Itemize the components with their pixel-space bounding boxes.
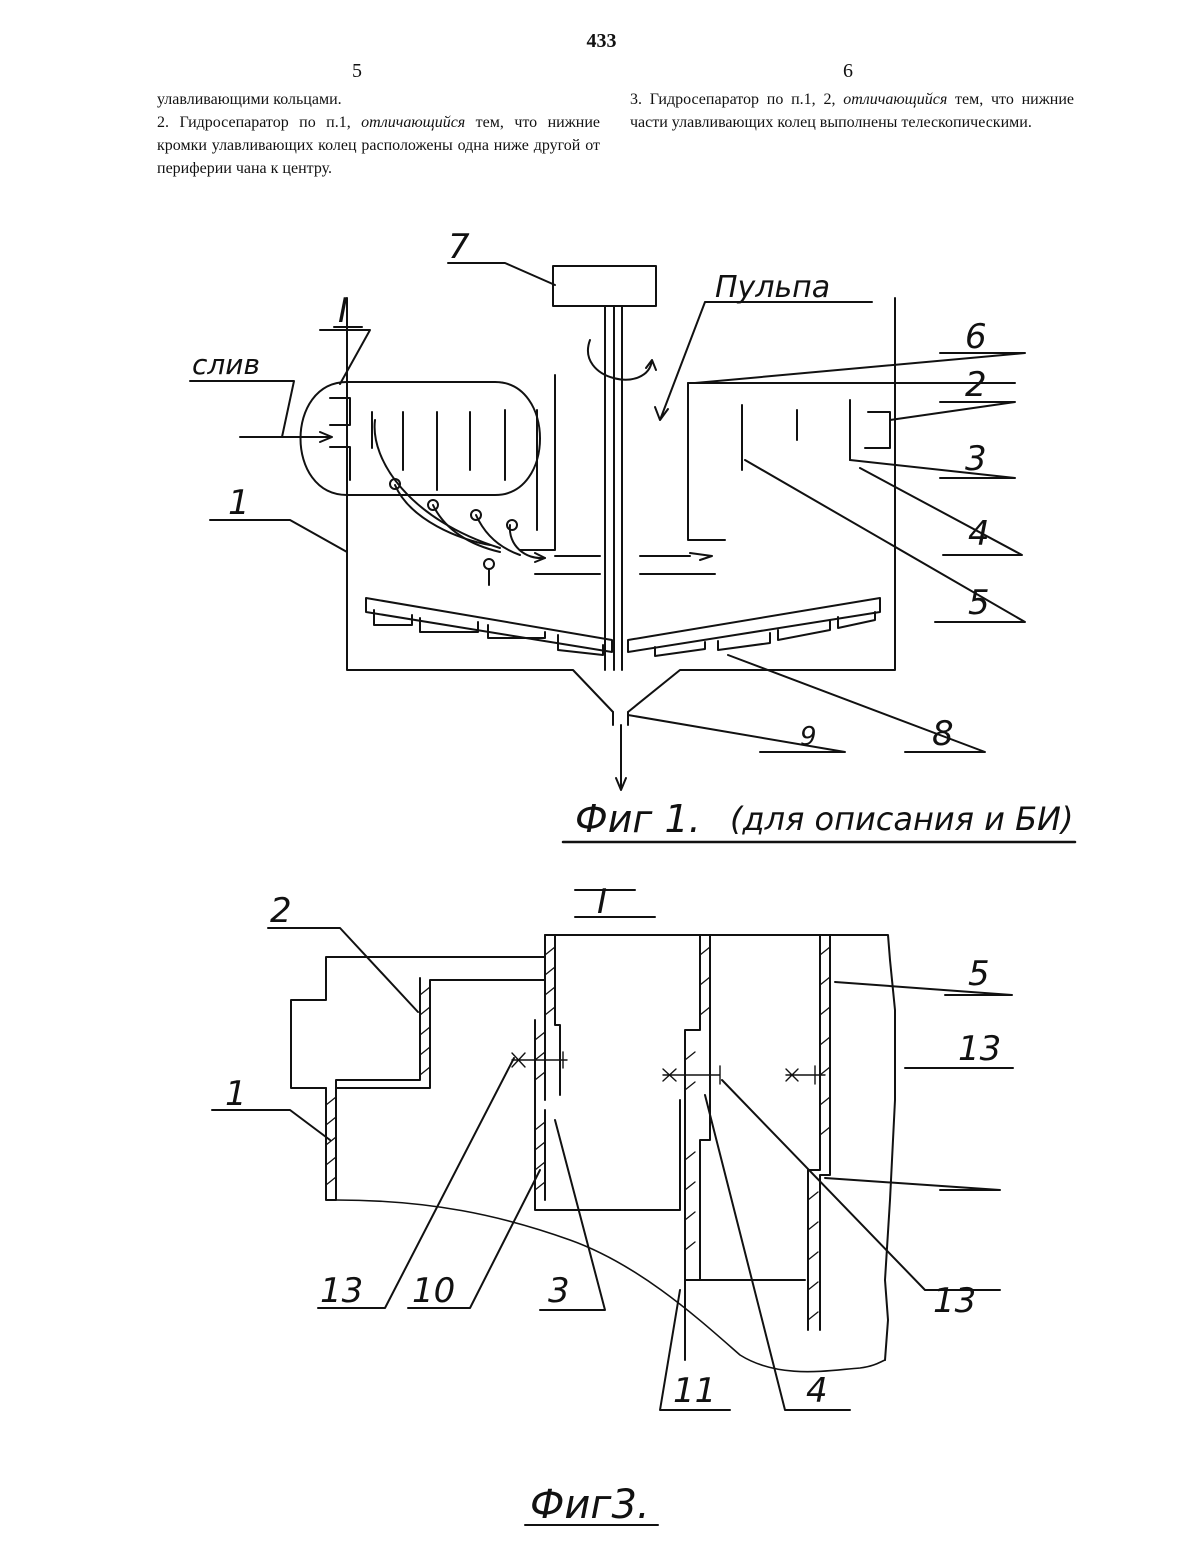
bolt [663, 1066, 720, 1084]
feed-well-right [640, 383, 725, 556]
label-7: 7 [448, 227, 470, 267]
detail-mark: I [338, 291, 348, 331]
detail-mark-lines [575, 890, 655, 917]
figure-3-caption: Фиг3. [530, 1482, 650, 1528]
leader-4 [705, 1095, 850, 1410]
detail-mark: I [597, 882, 607, 922]
ring-left [535, 935, 680, 1210]
hatching [326, 1097, 336, 1185]
bolt [512, 1052, 567, 1068]
leader-unlabelled [825, 1178, 1000, 1190]
label-9: 9 [800, 722, 817, 752]
leader-2 [890, 402, 1015, 420]
leader-13b [722, 1080, 1000, 1290]
overflow-arrow [240, 432, 332, 442]
ring-right [808, 935, 830, 1330]
label-1: 1 [228, 483, 250, 523]
rake-arm-right [628, 598, 880, 652]
label-3: 3 [965, 439, 987, 479]
label-2: 2 [270, 891, 292, 931]
label-overflow: слив [192, 348, 260, 381]
label-4: 4 [968, 514, 990, 554]
label-4: 4 [806, 1371, 828, 1411]
figure-1 [190, 263, 1075, 842]
leader-1 [210, 520, 347, 552]
label-pulp: Пульпа [715, 270, 830, 305]
figure-1-labels: 7 Пульпа 6 2 3 4 5 1 8 9 слив I Фиг 1. (… [192, 227, 1073, 841]
feed-well-left [520, 375, 600, 556]
ring-top [545, 935, 895, 1360]
outlet-nozzle [613, 712, 628, 725]
label-13: 13 [958, 1029, 1001, 1069]
label-5: 5 [968, 583, 990, 623]
label-5: 5 [968, 954, 990, 994]
shaft [605, 306, 622, 670]
label-13: 13 [933, 1281, 976, 1321]
flow-arrow-head [535, 553, 712, 562]
label-6: 6 [965, 317, 987, 357]
label-8: 8 [932, 714, 954, 754]
overflow-label-line [190, 381, 294, 437]
label-2: 2 [965, 365, 987, 405]
particle [507, 520, 517, 530]
hatching [420, 987, 430, 1075]
label-11: 11 [673, 1371, 716, 1411]
figure-3-labels: I 2 5 13 1 13 10 3 13 11 4 Фиг3. [225, 882, 1001, 1528]
label-3: 3 [548, 1271, 570, 1311]
drive-box [553, 266, 656, 306]
leader-4 [860, 468, 1022, 555]
label-10: 10 [412, 1271, 455, 1311]
outlet-arrow [616, 725, 626, 790]
figure-3 [212, 890, 1013, 1525]
figure-1-caption: Фиг 1. [575, 797, 701, 841]
rake-blades [374, 610, 875, 656]
label-13: 13 [320, 1271, 363, 1311]
figure-1-note: (для описания и БИ) [730, 800, 1073, 838]
detail-leader [320, 330, 370, 384]
label-1: 1 [225, 1074, 247, 1114]
leader-1 [212, 1110, 330, 1140]
particle [484, 559, 494, 569]
